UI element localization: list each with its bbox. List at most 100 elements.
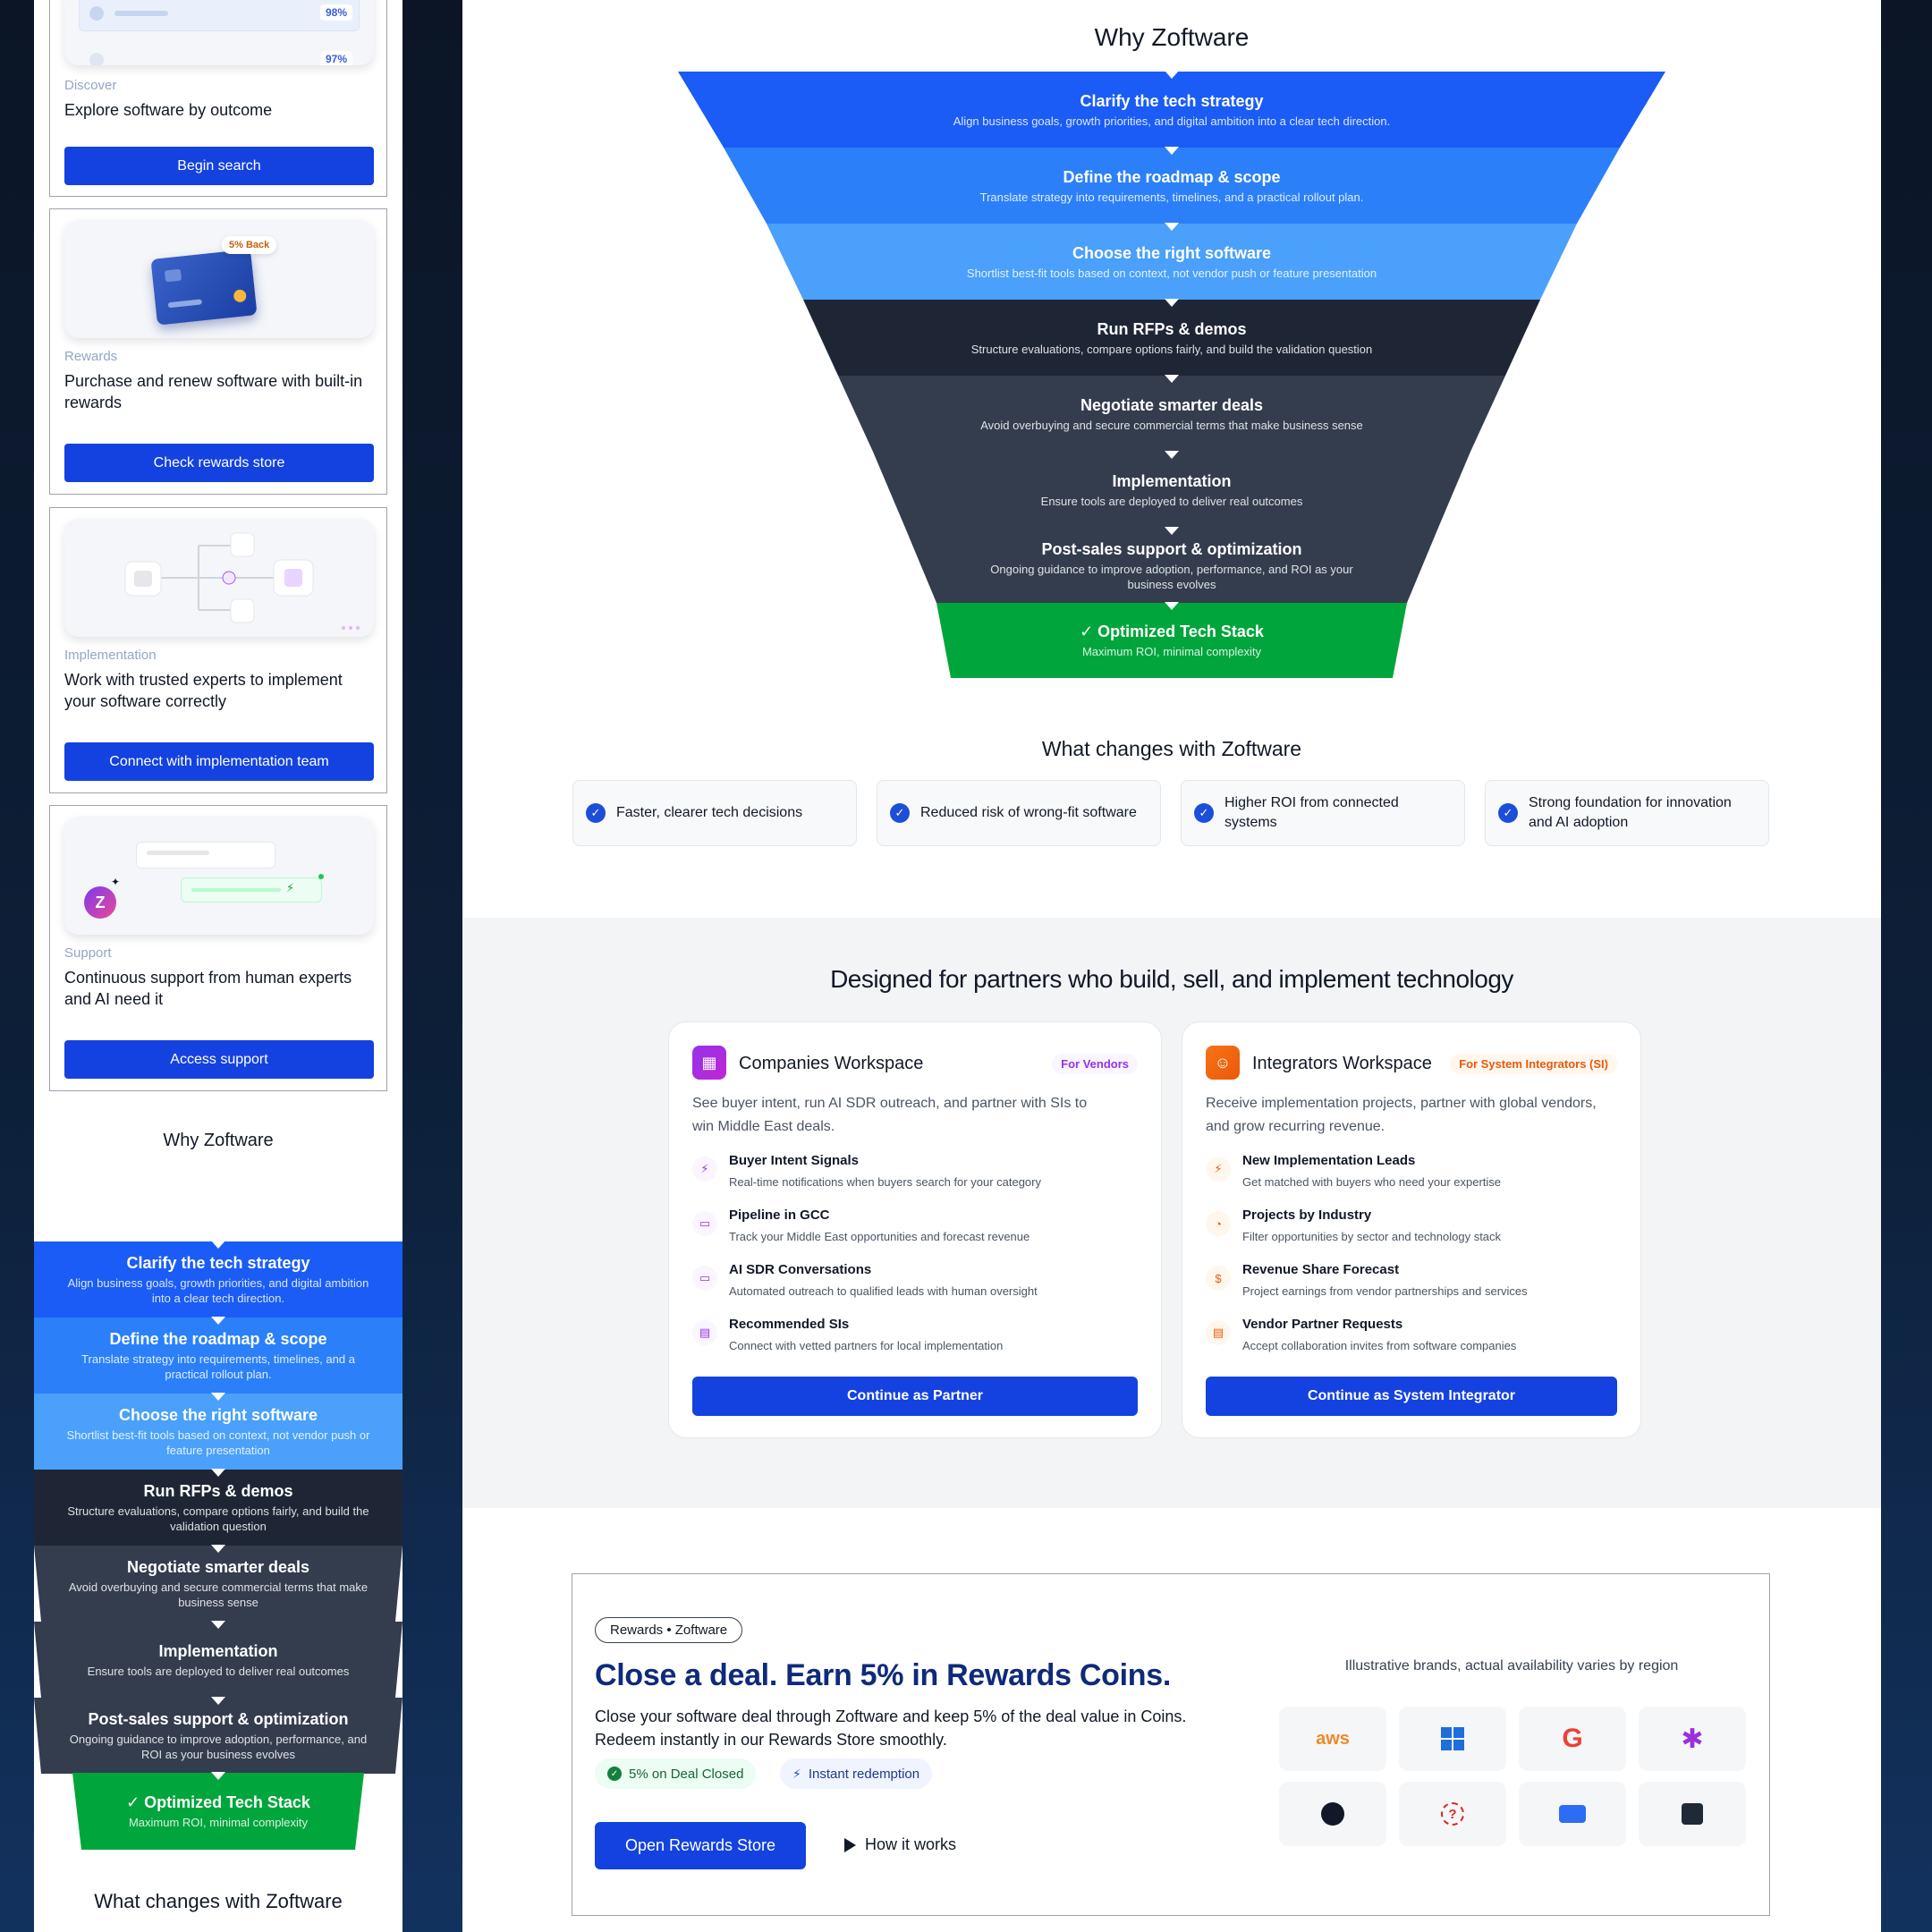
funnel-step-title: Clarify the tech strategy (1080, 91, 1264, 110)
cashback-badge: 5% Back (222, 236, 277, 254)
what-changes-title: What changes with Zoftware (1041, 737, 1302, 760)
feature-desc: Automated outreach to qualified leads wi… (729, 1284, 1038, 1298)
feature-title: Vendor Partner Requests (1242, 1317, 1403, 1332)
funnel-step-title: Run RFPs & demos (143, 1482, 293, 1500)
implementation-card: Implementation Work with trusted experts… (49, 507, 387, 793)
connect-implementation-team-button[interactable]: Connect with implementation team (64, 742, 374, 781)
funnel-step-title: ✓ Optimized Tech Stack (126, 1793, 310, 1811)
discover-description: Explore software by outcome (64, 101, 273, 119)
implementation-description: Work with trusted experts to implement y… (64, 671, 343, 710)
integrators-workspace-title: Integrators Workspace (1252, 1054, 1432, 1073)
funnel-step-subtitle: Align business goals, growth priorities,… (67, 1276, 369, 1305)
rewards-headline: Close a deal. Earn 5% in Rewards Coins. (595, 1658, 1171, 1692)
continue-as-system-integrator-button[interactable]: Continue as System Integrator (1206, 1377, 1617, 1416)
integrators-tag: For System Integrators (SI) (1450, 1054, 1617, 1074)
funnel-step-subtitle: Avoid overbuying and secure commercial t… (68, 1580, 369, 1609)
chevron-down-icon (211, 1621, 225, 1629)
feature-desc: Project earnings from vendor partnership… (1242, 1284, 1528, 1298)
instant-redemption-chip: ⚡ Instant redemption (780, 1758, 933, 1789)
funnel-step-subtitle: Translate strategy into requirements, ti… (979, 190, 1364, 204)
feature-desc: Filter opportunities by sector and techn… (1242, 1230, 1502, 1243)
open-rewards-store-button[interactable]: Open Rewards Store (595, 1822, 806, 1869)
video-camera-icon (1559, 1805, 1586, 1823)
benefit-text: Faster, clearer tech decisions (616, 805, 803, 820)
chevron-down-icon (1165, 147, 1179, 155)
check-circle-icon: ✓ (1194, 803, 1214, 823)
benefit-card: ✓ Reduced risk of wrong-fit software (877, 780, 1161, 846)
zoftware-logo-icon: Z (84, 886, 116, 919)
feature-desc: Connect with vetted partners for local i… (729, 1339, 1004, 1352)
lightning-icon: ⚡ (1206, 1157, 1231, 1182)
slack-icon: ✱ (1681, 1724, 1704, 1754)
rewards-pill: Rewards • Zoftware (595, 1617, 743, 1643)
lightning-icon: ⚡ (792, 1766, 801, 1781)
chevron-down-icon (211, 1697, 225, 1705)
feature-desc: Get matched with buyers who need your ex… (1242, 1175, 1502, 1189)
zoom-logo (1519, 1782, 1626, 1846)
funnel-step-title: Clarify the tech strategy (126, 1254, 310, 1272)
funnel-step-subtitle: Structure evaluations, compare options f… (67, 1504, 369, 1533)
support-category: Support (64, 945, 112, 961)
windows-logo (1399, 1707, 1506, 1771)
rewards-description: Purchase and renew software with built-i… (64, 372, 363, 411)
chevron-down-icon (211, 1545, 225, 1553)
access-support-button[interactable]: Access support (64, 1040, 374, 1079)
feature-title: Recommended SIs (729, 1317, 850, 1332)
check-circle-icon: ✓ (890, 803, 910, 823)
check-circle-icon: ✓ (586, 803, 606, 823)
benefit-text: Strong foundation for innovation and AI … (1529, 795, 1732, 830)
rewards-illustration: 5% Back (64, 220, 374, 338)
funnel-step-title: Define the roadmap & scope (109, 1330, 327, 1348)
support-card: ⚡ Z ✦ Support Continuous support from hu… (49, 805, 387, 1091)
sticky-note-icon (1682, 1803, 1703, 1825)
funnel-step-subtitle: Translate strategy into requirements, ti… (81, 1352, 355, 1381)
chevron-down-icon (1165, 71, 1179, 79)
deal-closed-chip: ✓ 5% on Deal Closed (595, 1758, 757, 1789)
check-rewards-store-button[interactable]: Check rewards store (64, 444, 374, 482)
feature-desc: Track your Middle East opportunities and… (729, 1230, 1030, 1243)
check-circle-icon: ✓ (1498, 803, 1518, 823)
funnel-step-subtitle: Shortlist best-fit tools based on contex… (966, 266, 1377, 280)
funnel-step-title: Post-sales support & optimization (88, 1710, 349, 1728)
funnel-step-subtitle: Ensure tools are deployed to deliver rea… (1040, 494, 1303, 508)
aws-logo: aws (1279, 1707, 1386, 1771)
chip-label: Instant redemption (808, 1766, 920, 1782)
support-description: Continuous support from human experts an… (64, 969, 352, 1008)
how-it-works-link[interactable]: How it works (844, 1835, 956, 1854)
feature-title: New Implementation Leads (1242, 1153, 1416, 1168)
companies-workspace-title: Companies Workspace (739, 1054, 924, 1073)
chevron-down-icon (1165, 223, 1179, 231)
help-icon: ? (1441, 1802, 1464, 1826)
companies-workspace-card: ▦ Companies Workspace For Vendors See bu… (668, 1021, 1162, 1438)
feature-title: Pipeline in GCC (729, 1208, 830, 1223)
dollar-icon: $ (1206, 1266, 1231, 1291)
feature-title: Buyer Intent Signals (729, 1153, 860, 1168)
how-it-works-label: How it works (865, 1835, 957, 1853)
match-pct-1: 98% (319, 4, 352, 21)
rewards-box: Rewards • Zoftware Close a deal. Earn 5%… (572, 1573, 1770, 1916)
google-icon: G (1562, 1724, 1583, 1753)
benefit-card: ✓ Faster, clearer tech decisions (572, 780, 857, 846)
feature-title: Projects by Industry (1242, 1208, 1372, 1223)
funnel-step-title: Negotiate smarter deals (126, 1558, 310, 1576)
users-icon: ☺ (1206, 1046, 1240, 1080)
companies-workspace-description: See buyer intent, run AI SDR outreach, a… (692, 1096, 1088, 1134)
funnel-step-title: Negotiate smarter deals (1080, 395, 1264, 414)
continue-as-partner-button[interactable]: Continue as Partner (692, 1377, 1138, 1416)
slack-logo: ✱ (1639, 1707, 1746, 1771)
begin-search-button[interactable]: Begin search (64, 147, 374, 185)
